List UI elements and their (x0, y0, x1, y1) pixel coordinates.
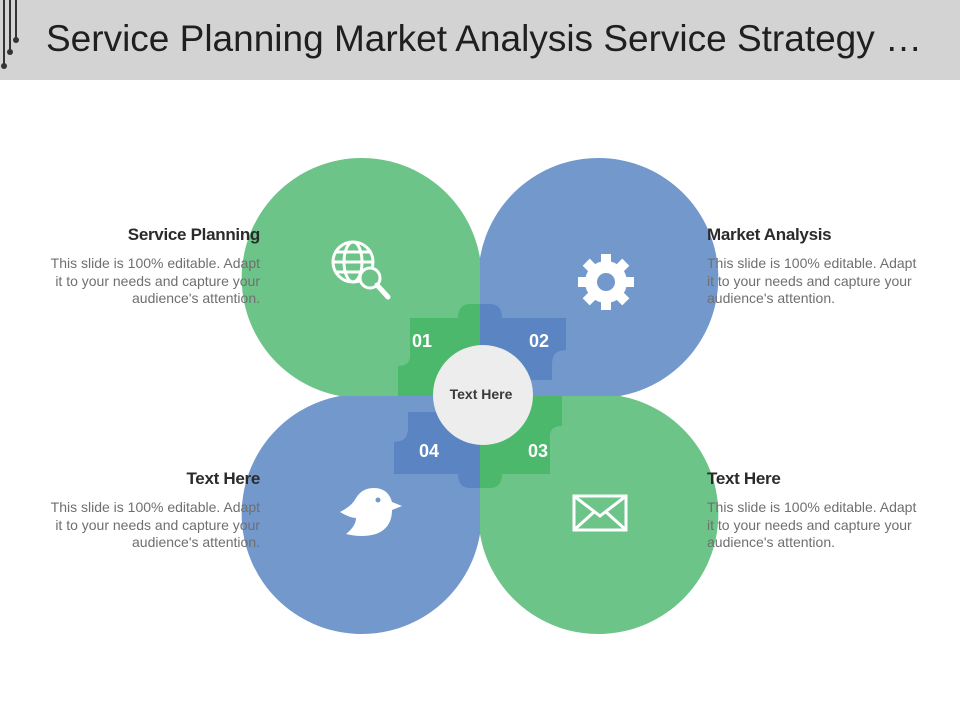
slide-header: Service Planning Market Analysis Service… (0, 0, 960, 80)
block-body: This slide is 100% editable. Adapt it to… (707, 499, 917, 550)
center-label: Text Here (450, 386, 513, 402)
text-block-bottom-left: Text Here This slide is 100% editable. A… (40, 469, 261, 552)
segment-number-02: 02 (529, 331, 549, 351)
segment-number-01: 01 (412, 331, 432, 351)
globe-search-icon (331, 240, 391, 300)
segment-number-03: 03 (528, 441, 548, 461)
block-heading: Service Planning (127, 225, 261, 244)
block-body: This slide is 100% editable. Adapt it to… (50, 255, 260, 306)
text-block-market-analysis: Market Analysis This slide is 100% edita… (707, 225, 927, 308)
circuit-decoration-icon (1, 0, 19, 69)
text-block-service-planning: Service Planning This slide is 100% edit… (40, 225, 261, 308)
block-heading: Market Analysis (707, 225, 832, 244)
envelope-icon (572, 494, 628, 532)
block-body: This slide is 100% editable. Adapt it to… (707, 255, 917, 306)
segment-number-04: 04 (419, 441, 439, 461)
block-heading: Text Here (186, 469, 260, 488)
bird-icon (340, 488, 402, 536)
gear-icon (578, 254, 634, 310)
text-block-bottom-right: Text Here This slide is 100% editable. A… (707, 469, 927, 552)
center-circle[interactable] (433, 345, 533, 445)
block-body: This slide is 100% editable. Adapt it to… (50, 499, 260, 550)
block-heading: Text Here (707, 469, 781, 488)
